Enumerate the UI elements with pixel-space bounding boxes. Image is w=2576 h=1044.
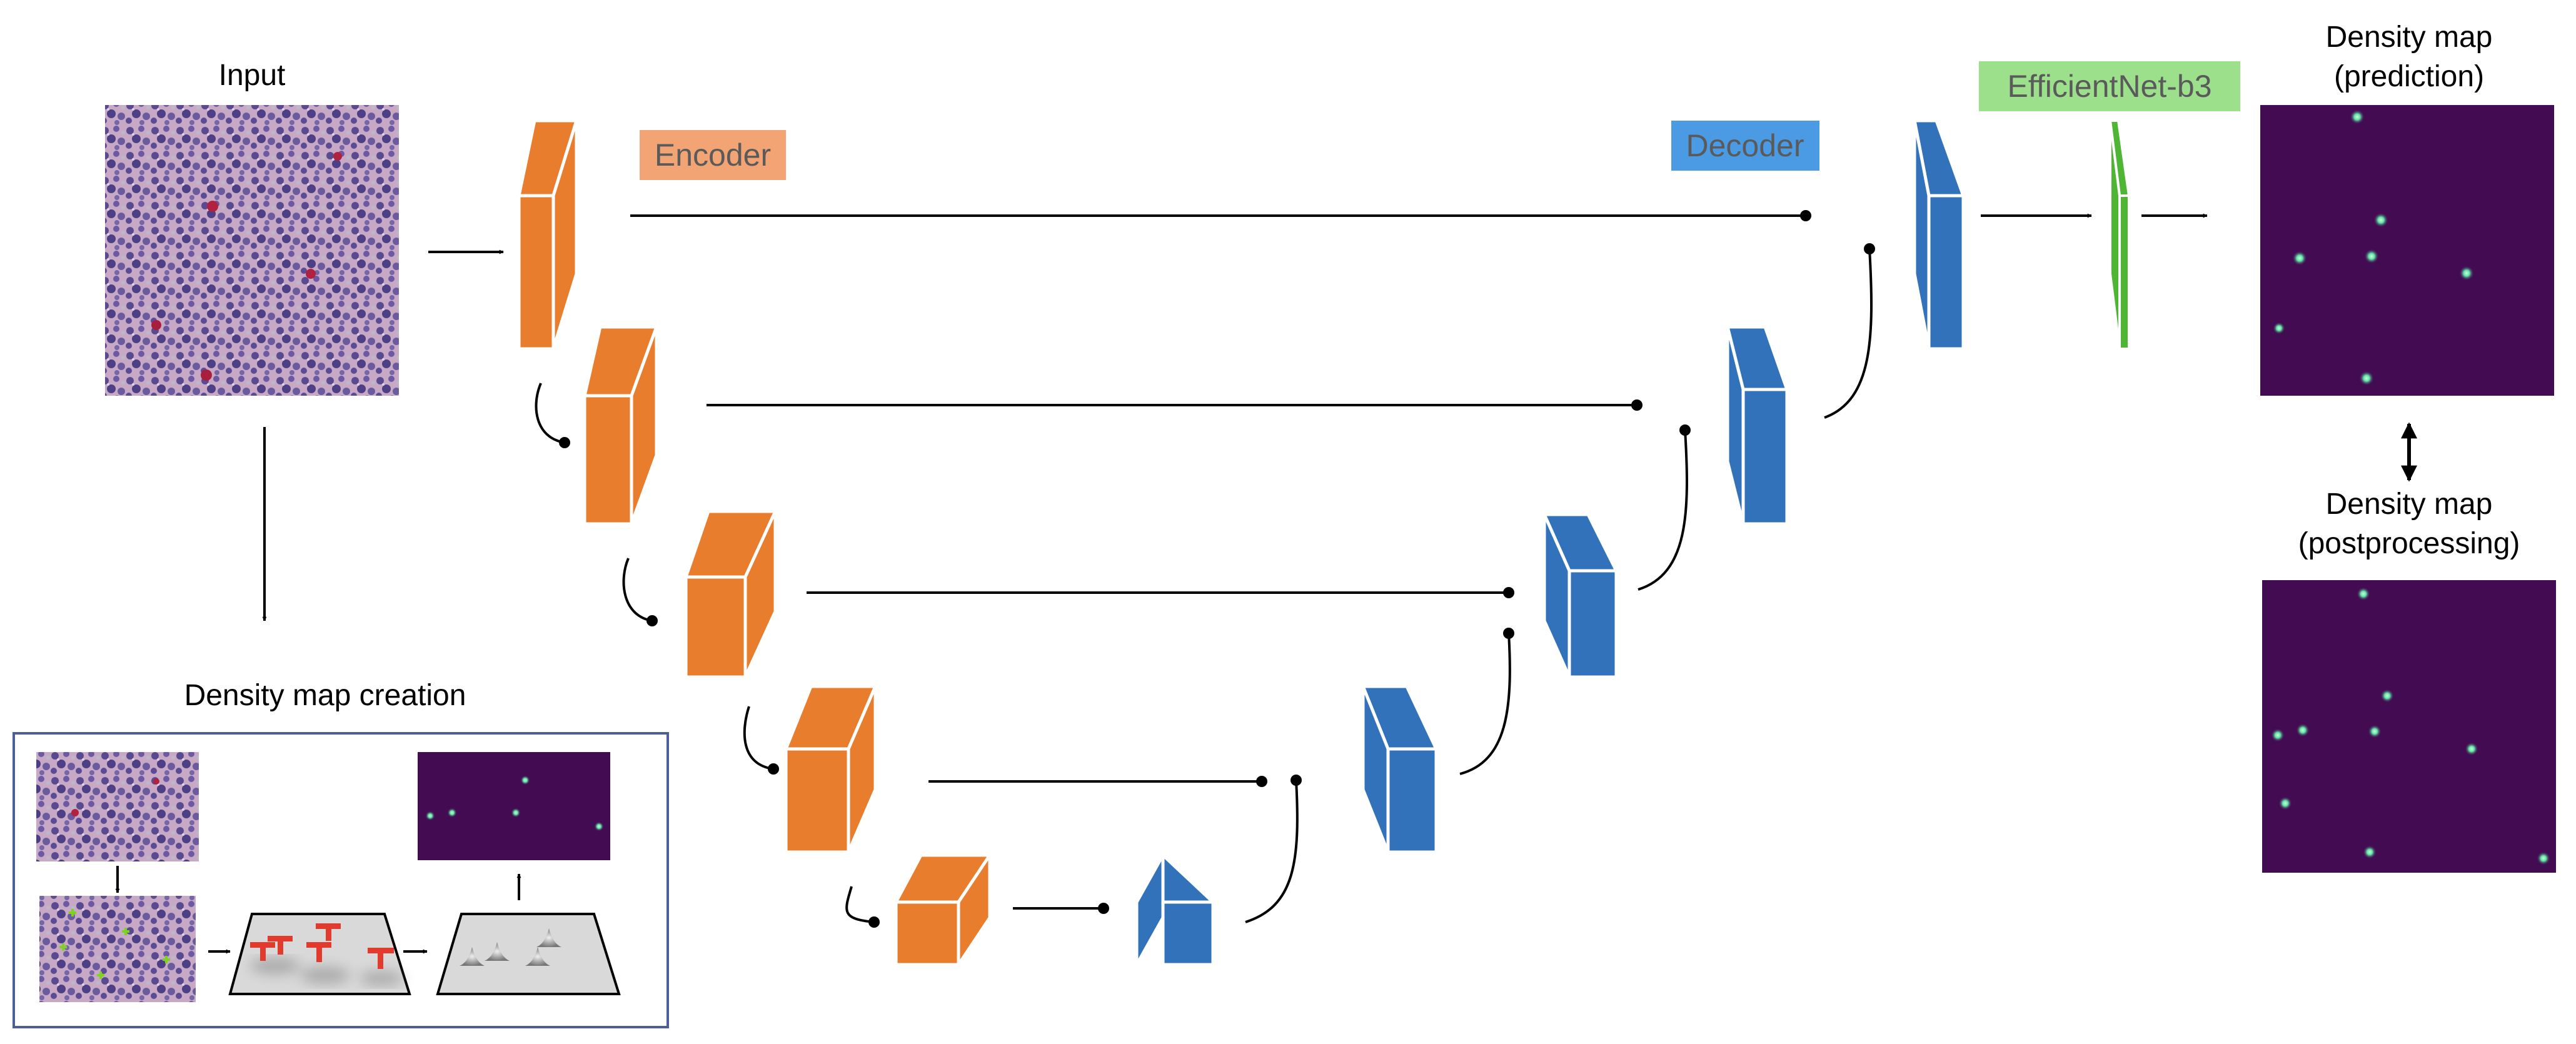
input-label: Input [219,59,286,92]
decoder-connector-2 [1459,633,1511,775]
encoder-connector-3 [743,706,774,770]
postprocessing-label-line2: (postprocessing) [2298,527,2520,560]
decoder-block-3 [1542,513,1618,679]
decoder-connector-1 [1245,780,1299,923]
efficientnet-tag-bg [1979,61,2240,111]
encoder-connector-1 [535,383,565,444]
encoder-block-1 [517,119,578,351]
input-image [105,105,399,396]
encoder-block-5 [894,853,992,966]
decoder-block-2 [1361,685,1438,854]
decoder-tag-bg [1671,121,1819,171]
creation-annotated-image [39,896,196,1002]
encoder-connector-4 [845,886,875,923]
encoder-connector-2 [622,558,653,622]
creation-input-image [36,752,199,861]
encoder-tag: Encoder [655,138,771,173]
postprocessing-label-line1: Density map [2326,488,2493,521]
decoder-tag: Decoder [1686,128,1804,163]
gaussian-kernel-plane [436,913,621,995]
density-map-creation-panel [13,732,669,1028]
encoder-block-3 [684,509,777,679]
encoder-block-2 [583,325,658,526]
postprocessing-density-map [2262,580,2556,873]
decoder-block-4 [1726,325,1789,526]
creation-density-map [418,752,610,860]
dot-annotation-plane [228,913,411,995]
decoder-connector-4 [1824,248,1873,419]
encoder-tag-bg [640,130,786,180]
efficientnet-block [2109,119,2130,350]
decoder-connector-3 [1638,429,1688,591]
decoder-block-1 [1135,853,1215,966]
prediction-density-map [2260,105,2554,396]
efficientnet-tag: EfficientNet-b3 [2007,69,2211,104]
prediction-label-line1: Density map [2326,21,2493,54]
density-map-creation-label: Density map creation [184,679,466,712]
encoder-block-4 [784,685,877,854]
decoder-block-5 [1913,119,1965,351]
prediction-label-line2: (prediction) [2334,60,2484,93]
